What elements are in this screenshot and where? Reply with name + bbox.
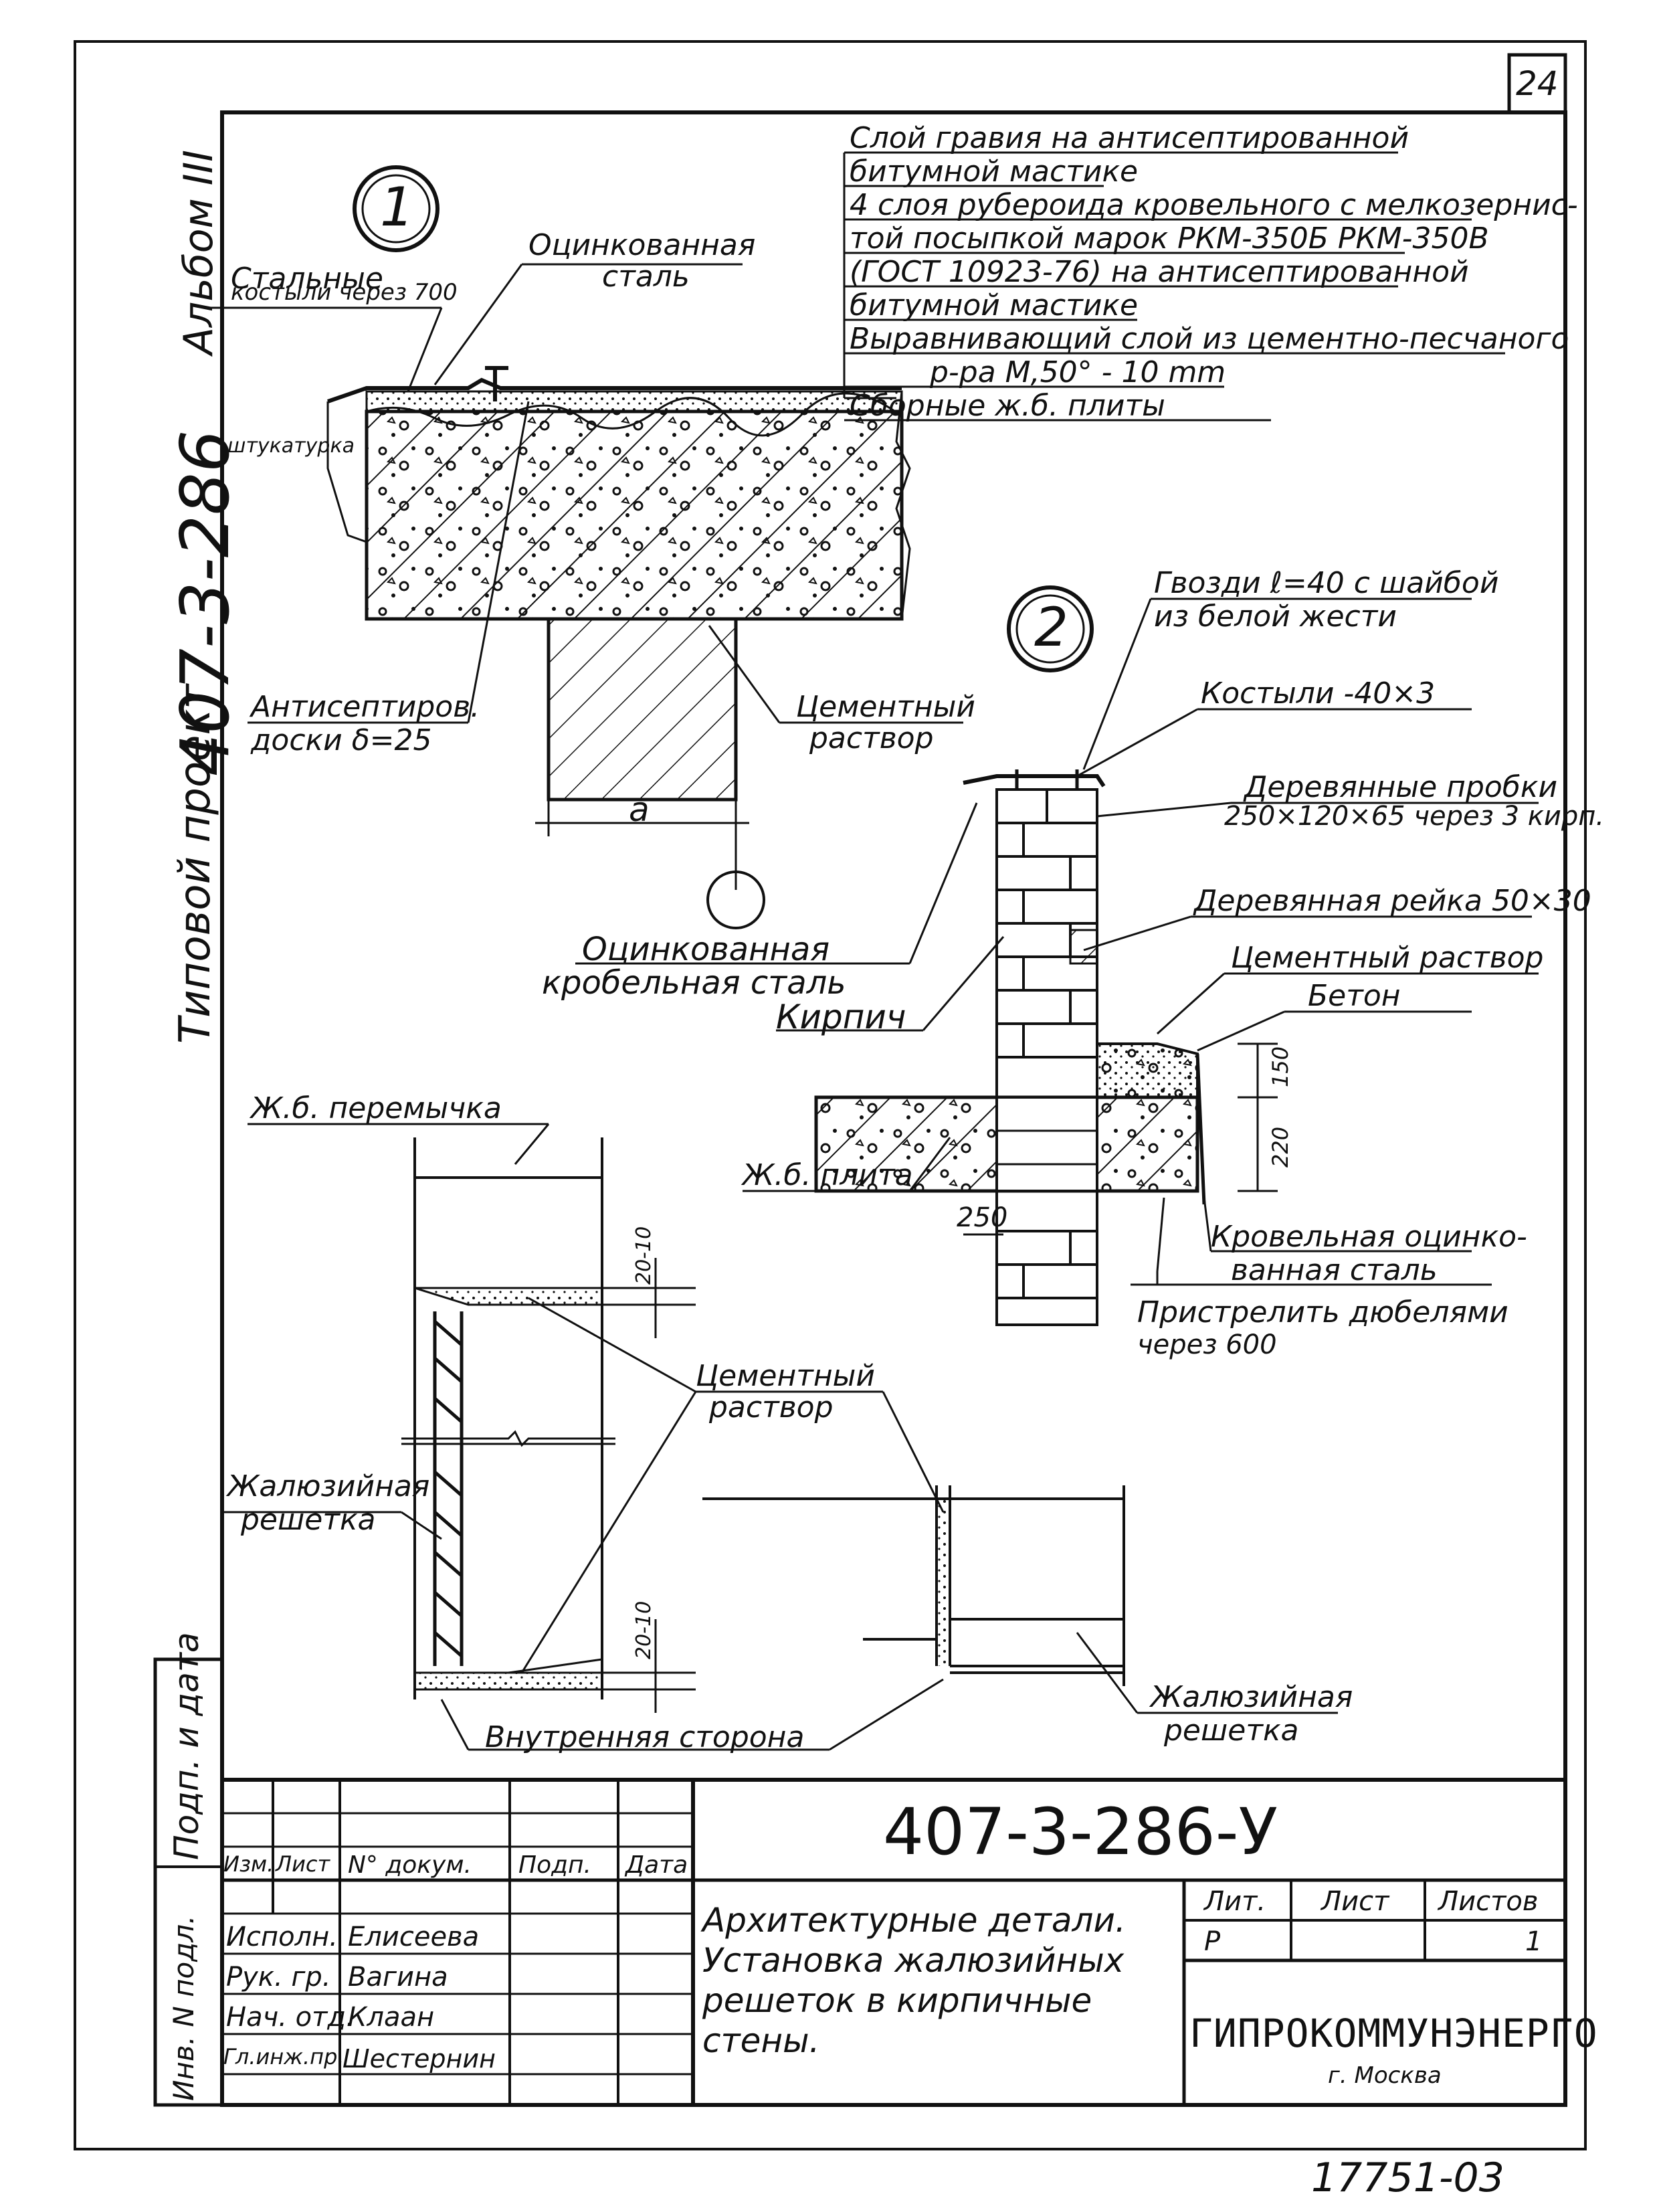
- layer-7: Выравнивающий слой из цементно-песчаного: [850, 322, 1569, 356]
- dim-150-label: 150: [1268, 1046, 1293, 1087]
- antiseptic-label-2: доски δ=25: [251, 723, 432, 757]
- sheet-number: 24: [1516, 64, 1559, 103]
- roof-steel-d2-label-1: Кровельная оцинко-: [1211, 1220, 1527, 1254]
- layer-8: р-ра М,50° - 10 mm: [930, 355, 1226, 389]
- layer-1: Слой гравия на антисептированной: [850, 121, 1409, 155]
- role-author: Исполн.: [226, 1922, 338, 1952]
- name-chief-engineer: Шестернин: [343, 2044, 496, 2073]
- cement-label-2: раствор: [809, 721, 934, 755]
- slab-label: Ж.б. плита: [743, 1158, 913, 1192]
- crutches-label: Костыли -40×3: [1201, 676, 1436, 711]
- nails-label-1: Гвозди ℓ=40 с шайбой: [1154, 566, 1499, 600]
- inventory-vertical: Инв. N подл.: [167, 1915, 200, 2102]
- plugs-label-1: Деревянные пробки: [1244, 770, 1558, 804]
- layer-4: той посыпкой марок РКМ-350Б РКМ-350В: [850, 221, 1489, 256]
- nails-label-2: из белой жести: [1154, 600, 1397, 634]
- dowels-label-1: Пристрелить дюбелями: [1137, 1295, 1508, 1329]
- organization-name: ГИПРОКОММУНЭНЕРГО: [1189, 2011, 1598, 2056]
- name-group-lead: Вагина: [348, 1962, 448, 1993]
- layer-3: 4 слоя рубероида кровельного с мелкозерн…: [850, 188, 1578, 222]
- roof-steel-label-1: Оцинкованная: [582, 931, 830, 968]
- steel-crutches-label-2: костыли через 700: [231, 279, 458, 306]
- d2-cement-label: Цементный раствор: [1231, 941, 1544, 975]
- layer-2: битумной мастике: [850, 155, 1139, 189]
- grille-right-label-2: решетка: [1164, 1714, 1299, 1748]
- roof-steel-label-2: кробельная сталь: [542, 964, 846, 1002]
- title-block: [222, 1778, 1565, 2105]
- detail-2-marker-circle: [1007, 585, 1094, 672]
- project-label-vertical: Типовой проект: [171, 684, 220, 1044]
- layer-9: Сборные ж.б. плиты: [850, 389, 1165, 423]
- role-group-lead: Рук. гр.: [226, 1962, 331, 1993]
- organization-city: г. Москва: [1328, 2062, 1442, 2089]
- document-code: 407-3-286-У: [883, 1794, 1278, 1869]
- detail-2-marker: 2: [1034, 596, 1068, 658]
- dim-250-label: 250: [957, 1202, 1008, 1233]
- sheet-header: Лист: [1321, 1886, 1389, 1917]
- detail-1-leader-circle: [706, 870, 765, 929]
- layer-6: битумной мастике: [850, 288, 1139, 322]
- left-strip: [153, 1657, 224, 2107]
- stamp-title: Архитектурные детали. Установка жалюзийн…: [702, 1901, 1126, 2060]
- plaster-label: штукатурка: [227, 434, 355, 458]
- cement-label-1: Цементный: [796, 690, 975, 724]
- steel-crutches-label-1: Стальные: [231, 262, 383, 296]
- sheets-value: 1: [1525, 1926, 1543, 1957]
- detail-1-slab: [326, 366, 911, 621]
- galv-steel-label-2: сталь: [602, 260, 690, 294]
- detail-2-brick-column: [995, 788, 1098, 1326]
- detail-1-marker-circle: [353, 165, 440, 252]
- header-sign: Подп.: [518, 1851, 591, 1879]
- footer-code: 17751-03: [1311, 2154, 1504, 2201]
- album-label-vertical: Альбом III: [175, 150, 222, 355]
- detail-3-opening: [413, 1137, 603, 1699]
- galv-steel-label-1: Оцинкованная: [528, 228, 756, 262]
- sheets-header: Листов: [1438, 1886, 1539, 1917]
- d3-cement-label-2: раствор: [709, 1390, 834, 1424]
- brick-label: Кирпич: [776, 998, 906, 1036]
- header-change: Изм.: [223, 1851, 274, 1877]
- grille-label-2: решетка: [241, 1503, 376, 1537]
- dim-220-label: 220: [1268, 1126, 1293, 1168]
- detail-3-section: [702, 1485, 1125, 1686]
- dim-a-label: a: [629, 790, 650, 829]
- header-date: Дата: [625, 1851, 688, 1879]
- role-dept-head: Нач. отд.: [226, 2002, 355, 2033]
- roof-steel-d2-label-2: ванная сталь: [1231, 1253, 1438, 1287]
- sign-date-vertical: Подп. и дата: [167, 1632, 206, 1860]
- outer-frame: [74, 40, 1587, 2150]
- dim-top-label: 20-10: [632, 1226, 656, 1285]
- name-dept-head: Клаан: [348, 2002, 435, 2033]
- grille-right-label-1: Жалюзийная: [1151, 1680, 1353, 1714]
- role-chief-engineer: Гл.инж.пр.: [223, 2044, 345, 2069]
- sheet-number-box: [1507, 53, 1567, 114]
- dim-bottom-label: 20-10: [632, 1600, 656, 1659]
- lit-value: Р: [1204, 1926, 1221, 1957]
- detail-1-marker: 1: [380, 176, 414, 238]
- lit-header: Лит.: [1204, 1886, 1266, 1917]
- detail-1-wall: [547, 617, 738, 802]
- detail-3-grille: [433, 1311, 464, 1666]
- header-sheet: Лист: [276, 1851, 330, 1877]
- grille-label-1: Жалюзийная: [227, 1469, 430, 1503]
- lintel-label: Ж.б. перемычка: [251, 1091, 502, 1125]
- d3-cement-label-1: Цементный: [696, 1359, 875, 1393]
- rail-label: Деревянная рейка 50×30: [1194, 884, 1591, 918]
- inner-side-label: Внутренняя сторона: [485, 1720, 805, 1754]
- header-docnum: N° докум.: [348, 1851, 472, 1879]
- name-author: Елисеева: [348, 1922, 480, 1952]
- concrete-label: Бетон: [1308, 979, 1401, 1013]
- antiseptic-label-1: Антисептиров.: [251, 690, 480, 724]
- dowels-label-2: через 600: [1137, 1329, 1277, 1360]
- layer-5: (ГОСТ 10923-76) на антисептированной: [850, 255, 1469, 289]
- plugs-label-2: 250×120×65 через 3 кирп.: [1224, 801, 1605, 832]
